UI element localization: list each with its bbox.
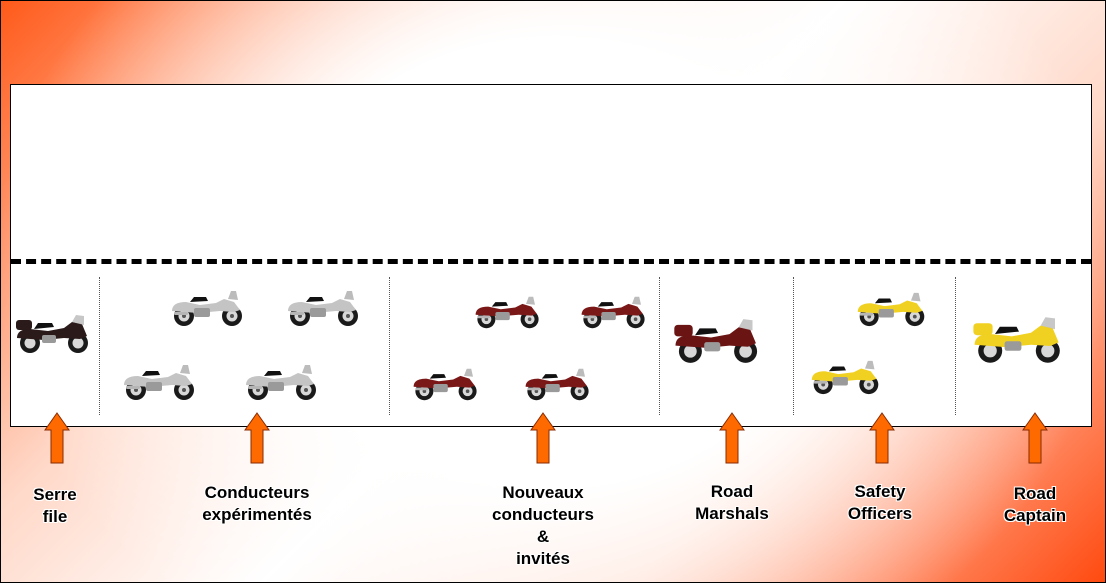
separator-2	[389, 277, 390, 415]
motorcycle-experimente-2	[284, 288, 364, 328]
separator-3	[659, 277, 660, 415]
label-line: Nouveaux	[502, 483, 584, 502]
arrow-serre-file	[44, 412, 70, 464]
label-line: Conducteurs	[204, 483, 310, 502]
label-conducteurs-experimentes: Conducteurs expérimentés	[172, 482, 342, 526]
label-road-marshals: Road Marshals	[672, 481, 792, 525]
label-line: Captain	[1003, 506, 1067, 525]
label-nouveaux-conducteurs: Nouveaux conducteurs & invités	[468, 482, 618, 570]
label-line: Safety	[854, 482, 906, 501]
label-serre-file: Serre file	[10, 484, 100, 528]
label-line: Road	[1013, 484, 1057, 503]
motorcycle-serre-file	[14, 314, 94, 354]
label-line: conducteurs	[491, 505, 595, 524]
motorcycle-road-marshal	[670, 318, 766, 364]
label-safety-officers: Safety Officers	[820, 481, 940, 525]
motorcycle-experimente-1	[168, 288, 248, 328]
label-line: Officers	[847, 504, 913, 523]
label-line: Marshals	[695, 504, 769, 523]
motorcycle-nouveau-2	[574, 294, 654, 330]
motorcycle-nouveau-1	[468, 294, 548, 330]
motorcycle-experimente-3	[120, 362, 200, 402]
arrow-nouveaux-conducteurs	[530, 412, 556, 464]
label-line: Road	[710, 482, 754, 501]
label-line: Serre	[33, 485, 77, 504]
motorcycle-nouveau-3	[406, 366, 486, 402]
motorcycle-safety-2	[806, 358, 886, 396]
center-dashed-line	[11, 259, 1091, 264]
separator-4	[793, 277, 794, 415]
label-line: file	[42, 507, 68, 526]
arrow-safety-officers	[869, 412, 895, 464]
arrow-road-marshals	[719, 412, 745, 464]
motorcycle-nouveau-4	[518, 366, 598, 402]
motorcycle-experimente-4	[242, 362, 322, 402]
road-lane	[10, 84, 1092, 427]
label-line: expérimentés	[202, 505, 312, 524]
arrow-conducteurs-experimentes	[244, 412, 270, 464]
arrow-road-captain	[1022, 412, 1048, 464]
label-line: &	[536, 527, 550, 546]
motorcycle-road-captain	[970, 316, 1068, 364]
motorcycle-safety-1	[852, 290, 932, 328]
label-line: invités	[516, 549, 570, 568]
separator-5	[955, 277, 956, 415]
label-road-captain: Road Captain	[975, 483, 1095, 527]
separator-1	[99, 277, 100, 415]
